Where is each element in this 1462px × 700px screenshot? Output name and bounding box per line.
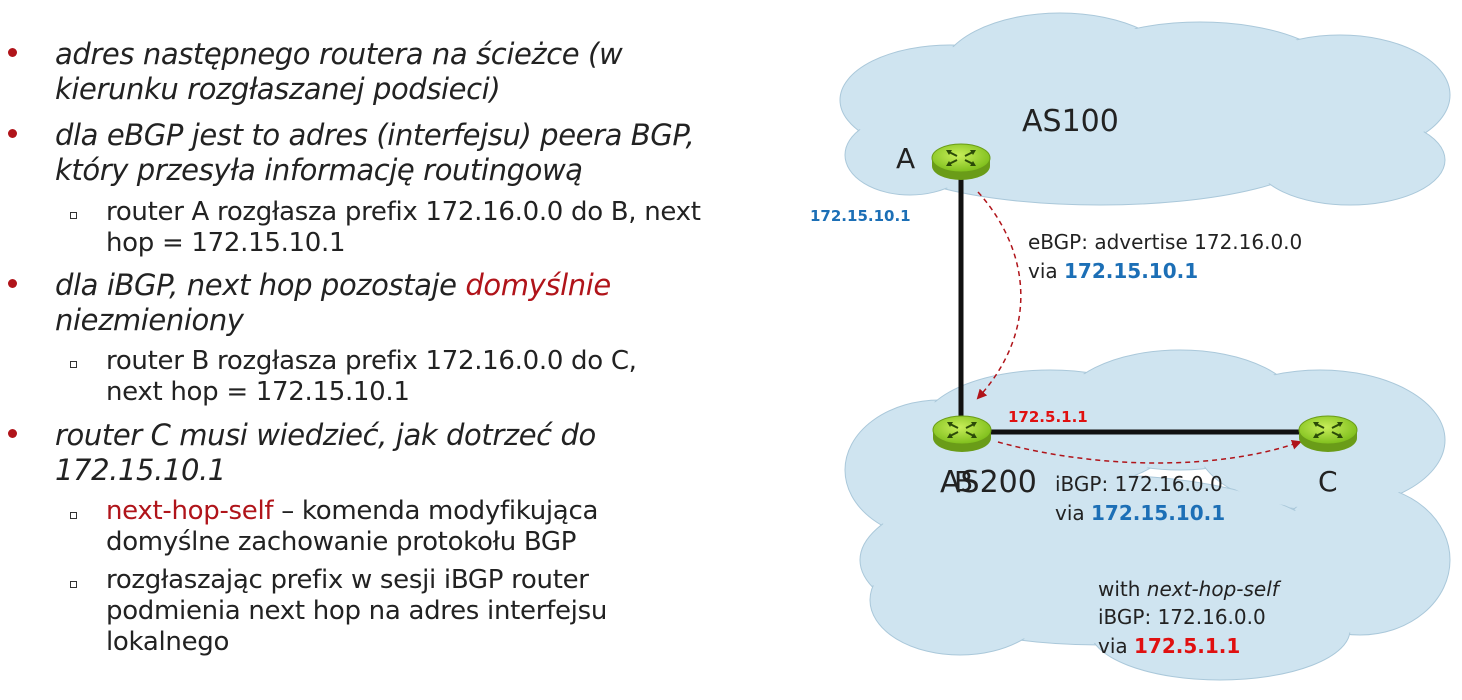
diagram-svg: AS100 AS200 A B C 172.15.10.1 172.5.1.1 … [810,12,1451,681]
bullet-4: router C musi wiedzieć, jak dotrzeć do 1… [55,418,596,488]
sub-bullet-3-text: – komenda modyfikująca [273,496,599,526]
next-hop-self-term: next-hop-self [106,496,274,526]
bullet-1-line1: adres następnego routera na ścieżce (w [55,37,623,71]
as100-label: AS100 [1022,104,1119,139]
router-a-label: A [896,142,915,175]
bullet-marker [8,48,17,57]
ibgp-line1: iBGP: 172.16.0.0 [1055,472,1223,496]
sub-bullet-marker [70,581,77,588]
ibgp-ip: 172.15.10.1 [1091,501,1225,525]
nhs-line3: via 172.5.1.1 [1098,634,1240,658]
ip-a-label: 172.15.10.1 [810,207,911,225]
bullet-3-line2: niezmieniony [55,303,244,337]
nhs-ip: 172.5.1.1 [1134,634,1240,658]
bullet-marker [8,429,17,438]
bullet-2-line1: dla eBGP jest to adres (interfejsu) peer… [55,118,695,152]
bullet-4-line2: 172.15.10.1 [55,453,226,487]
sub-bullet-2-line1: router B rozgłasza prefix 172.16.0.0 do … [106,346,637,376]
router-a-icon [931,143,991,180]
sub-bullet-2-line2: next hop = 172.15.10.1 [106,377,410,407]
sub-bullet-3: next-hop-self – komenda modyfikująca dom… [106,496,598,558]
ebgp-ip: 172.15.10.1 [1064,259,1198,283]
sub-bullet-4-line1: rozgłaszając prefix w sesji iBGP router [106,565,589,595]
text-panel: adres następnego routera na ścieżce (w k… [8,37,701,658]
sub-bullet-1-line1: router A rozgłasza prefix 172.16.0.0 do … [106,197,701,227]
ebgp-via: via [1028,259,1064,283]
nhs-italic: next-hop-self [1147,577,1282,601]
bullet-2: dla eBGP jest to adres (interfejsu) peer… [55,118,695,188]
sub-bullet-1-line2: hop = 172.15.10.1 [106,228,346,258]
ebgp-line1: eBGP: advertise 172.16.0.0 [1028,230,1302,254]
ibgp-via: via [1055,501,1091,525]
router-c-label: C [1318,465,1338,498]
sub-bullet-2: router B rozgłasza prefix 172.16.0.0 do … [106,346,637,408]
ebgp-arrow [976,191,1022,400]
bullet-1: adres następnego routera na ścieżce (w k… [55,37,623,107]
router-b-icon [932,415,992,452]
nhs-with: with [1098,577,1147,601]
sub-bullet-4: rozgłaszając prefix w sesji iBGP router … [106,565,607,658]
nhs-line1: with next-hop-self [1098,577,1282,601]
nhs-line2: iBGP: 172.16.0.0 [1098,605,1266,629]
bullet-2-line2: który przesyła informację routingową [55,153,583,187]
router-b-label: B [954,465,973,498]
ibgp-arrow [997,439,1302,464]
sub-bullet-4-line3: lokalnego [106,627,230,657]
bullet-4-line1: router C musi wiedzieć, jak dotrzeć do [55,418,596,452]
cloud-as100-fill [842,15,1448,203]
sub-bullet-3-line1: next-hop-self – komenda modyfikująca [106,496,598,527]
as200-label: AS200 [940,465,1037,500]
bullet-marker [8,129,17,138]
bullet-marker [8,279,17,288]
ebgp-line2: via 172.15.10.1 [1028,259,1198,283]
nhs-via: via [1098,634,1134,658]
sub-bullet-marker [70,212,77,219]
sub-bullet-marker [70,361,77,368]
bullet-3-line1: dla iBGP, next hop pozostaje domyślnie [55,268,611,303]
ibgp-line2: via 172.15.10.1 [1055,501,1225,525]
bullet-3: dla iBGP, next hop pozostaje domyślnie n… [55,268,611,338]
bullet-1-line2: kierunku rozgłaszanej podsieci) [55,72,501,106]
ip-b-label: 172.5.1.1 [1008,408,1088,426]
network-diagram: AS100 AS200 A B C 172.15.10.1 172.5.1.1 … [800,0,1462,696]
sub-bullet-3-line2: domyślne zachowanie protokołu BGP [106,527,577,557]
bullet-3-highlight: domyślnie [465,268,611,302]
sub-bullet-1: router A rozgłasza prefix 172.16.0.0 do … [106,197,701,259]
router-c-icon [1298,415,1358,452]
sub-bullet-marker [70,512,77,519]
sub-bullet-4-line2: podmienia next hop na adres interfejsu [106,596,607,626]
bullet-3-text: dla iBGP, next hop pozostaje [55,268,466,302]
